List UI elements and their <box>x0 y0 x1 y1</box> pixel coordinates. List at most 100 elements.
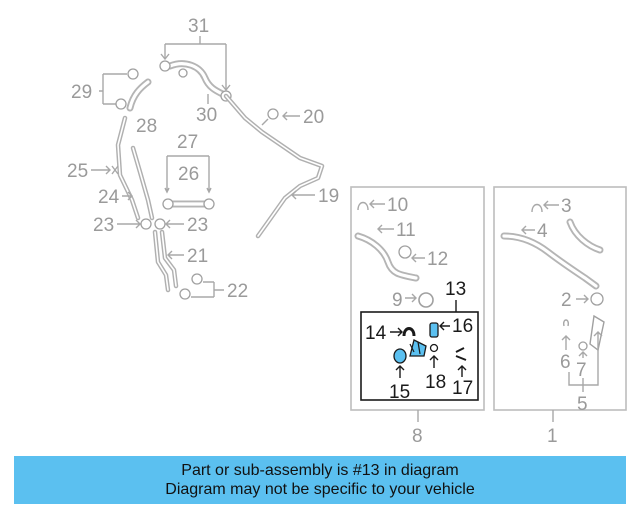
callout-2-leader <box>576 294 589 304</box>
clip-part-6 <box>562 319 570 327</box>
callout-18-leader <box>429 355 439 368</box>
callout-3[interactable]: 3 <box>561 196 572 217</box>
upper-hose-inner <box>168 62 228 98</box>
assembly-1-box <box>493 186 627 411</box>
hose-4b <box>566 218 604 254</box>
callout-10[interactable]: 10 <box>387 195 408 216</box>
callout-23-right[interactable]: 23 <box>187 215 208 236</box>
hose-clamp <box>203 198 215 210</box>
callout-10-leader <box>369 199 385 209</box>
clamp-part-12 <box>398 245 412 259</box>
bolt-shank <box>261 118 269 126</box>
hose-11-inner <box>356 234 418 280</box>
callout-23-left-leader <box>117 219 141 229</box>
callout-20-leader <box>282 111 300 121</box>
callout-22-leader <box>191 281 224 298</box>
clip-part-17 <box>455 347 467 361</box>
callout-20[interactable]: 20 <box>303 107 324 128</box>
clip-part-25 <box>111 165 119 175</box>
callout-5[interactable]: 5 <box>577 394 588 415</box>
pipe-21a-inner <box>154 231 169 291</box>
hose-ridge <box>409 343 415 353</box>
parts-diagram: 31 30 29 28 19 20 24 25 27 26 23 23 <box>67 16 627 447</box>
callout-24[interactable]: 24 <box>98 187 120 208</box>
bolt-part-20 <box>267 108 279 120</box>
callout-11-leader <box>377 224 394 234</box>
callout-12-leader <box>411 253 425 263</box>
o-ring-part-18 <box>429 343 439 353</box>
callout-13[interactable]: 13 <box>445 279 466 300</box>
callout-25-leader <box>91 165 111 175</box>
hose-clamp <box>154 218 166 230</box>
hose-clamp <box>162 198 174 210</box>
o-ring-part-7 <box>578 341 588 351</box>
callout-2[interactable]: 2 <box>561 290 572 311</box>
callout-14[interactable]: 14 <box>365 323 387 344</box>
hose-clamp <box>179 288 191 300</box>
pipe-21b-inner <box>161 231 177 287</box>
callout-24-leader <box>122 191 133 201</box>
hose-4-inner <box>502 234 598 288</box>
hose-ridge <box>417 341 421 355</box>
callout-9[interactable]: 9 <box>392 290 403 311</box>
pipe-24a-inner <box>117 117 139 219</box>
callout-3-leader <box>543 200 559 210</box>
callout-23-left[interactable]: 23 <box>93 215 114 236</box>
callout-21[interactable]: 21 <box>187 246 208 267</box>
callout-19[interactable]: 19 <box>318 186 339 207</box>
callout-29[interactable]: 29 <box>71 82 92 103</box>
clip-part-10 <box>357 201 369 211</box>
callout-4-leader <box>521 225 535 235</box>
callout-16[interactable]: 16 <box>452 316 473 337</box>
o-ring-part-9 <box>418 292 434 308</box>
callout-15[interactable]: 15 <box>389 382 410 403</box>
hose-clamp <box>159 60 171 72</box>
callout-14-leader <box>390 327 403 337</box>
callout-30[interactable]: 30 <box>196 105 217 126</box>
callout-1[interactable]: 1 <box>547 426 558 447</box>
callout-7[interactable]: 7 <box>576 360 587 381</box>
callout-16-leader <box>439 321 450 331</box>
callout-6-leader <box>561 335 571 350</box>
callout-19-leader <box>291 190 315 200</box>
pipe-21b <box>159 229 179 289</box>
info-banner: Part or sub-assembly is #13 in diagram D… <box>14 456 626 504</box>
hose-4b-inner <box>568 220 602 252</box>
banner-line-2: Diagram may not be specific to your vehi… <box>165 481 475 498</box>
hose-clamp <box>140 218 152 230</box>
callout-12[interactable]: 12 <box>427 249 448 270</box>
callout-11[interactable]: 11 <box>396 220 416 241</box>
callout-15-leader <box>395 365 405 378</box>
callout-26[interactable]: 26 <box>178 164 199 185</box>
cap-part-15 <box>393 348 407 364</box>
callout-29-leader <box>99 73 127 105</box>
hose-28-inner <box>128 80 150 110</box>
hose-clamp <box>191 273 203 285</box>
callout-27[interactable]: 27 <box>177 132 198 153</box>
callout-31[interactable]: 31 <box>188 16 209 37</box>
clip-part-14 <box>402 327 416 337</box>
callout-17-leader <box>457 365 467 377</box>
pipe-24b-inner <box>132 147 153 219</box>
clamp-part-2 <box>590 292 604 306</box>
callout-27-bracket <box>164 155 212 194</box>
callout-23-right-leader <box>165 219 184 229</box>
callout-18[interactable]: 18 <box>425 372 446 393</box>
clip-part-3 <box>531 203 543 213</box>
hose-clamp <box>178 68 188 78</box>
sub-assembly-13-box <box>360 311 479 401</box>
banner-line-1: Part or sub-assembly is #13 in diagram <box>181 462 459 479</box>
callout-22[interactable]: 22 <box>227 281 248 302</box>
callout-8[interactable]: 8 <box>412 426 423 447</box>
callout-4[interactable]: 4 <box>537 221 548 242</box>
callout-6[interactable]: 6 <box>560 352 571 373</box>
callout-17[interactable]: 17 <box>452 378 473 399</box>
fitting-part-16 <box>429 322 439 338</box>
callout-31-leader <box>164 36 227 90</box>
callout-9-leader <box>405 293 417 303</box>
hose-clamp <box>127 68 139 80</box>
callout-28[interactable]: 28 <box>136 116 157 137</box>
callout-21-leader <box>167 250 184 260</box>
callout-25[interactable]: 25 <box>67 161 88 182</box>
callout-31-arrows <box>160 53 231 92</box>
